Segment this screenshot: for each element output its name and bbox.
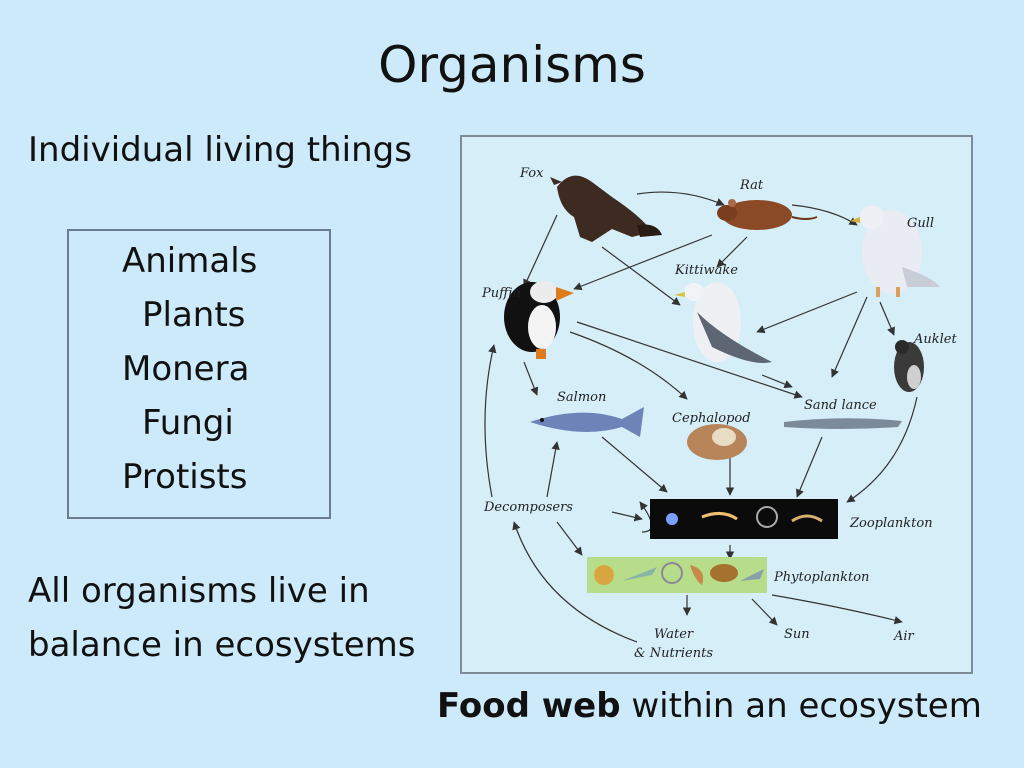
- caption-rest: within an ecosystem: [620, 686, 982, 726]
- auklet-illustration: [894, 340, 924, 392]
- arrow-gull-kittiwake: [756, 291, 858, 334]
- slide-title: Organisms: [378, 36, 646, 94]
- arrow-decomposers-zooplankton: [611, 511, 643, 522]
- food-web-labels: Fox Rat Gull Kittiwake Puffin Auklet Sal…: [481, 166, 957, 661]
- food-web-diagram: Fox Rat Gull Kittiwake Puffin Auklet Sal…: [460, 135, 973, 674]
- salmon-illustration: [530, 407, 644, 437]
- arrow-gull-sandlance: [831, 296, 868, 378]
- label-cephalopod: Cephalopod: [672, 411, 751, 426]
- label-water: Water: [654, 627, 694, 642]
- arrow-puffin-salmon: [523, 361, 539, 396]
- slide-subtitle: Individual living things: [28, 130, 412, 170]
- arrow-decomposers-puffin: [484, 344, 497, 498]
- arrow-salmon-decomposers-loop: [639, 501, 653, 533]
- arrow-fox-kittiwake: [601, 246, 681, 306]
- caption-bold: Food web: [437, 686, 621, 726]
- arrow-phytoplankton-sun: [751, 598, 778, 626]
- arrow-sandlance-zooplankton: [796, 436, 823, 498]
- arrow-kittiwake-sandlance: [761, 374, 793, 389]
- label-salmon: Salmon: [557, 390, 606, 405]
- arrow-rat-puffin: [573, 234, 713, 291]
- label-auklet: Auklet: [913, 332, 957, 347]
- arrow-decomposers-salmon: [546, 441, 560, 498]
- rat-illustration: [717, 199, 818, 230]
- label-fox: Fox: [519, 166, 544, 181]
- arrow-rat-gull: [791, 204, 858, 226]
- arrow-rat-kittiwake: [716, 236, 748, 268]
- label-sun: Sun: [784, 627, 810, 642]
- cephalopod-illustration: [687, 424, 747, 460]
- label-air: Air: [893, 629, 915, 644]
- puffin-illustration: [504, 281, 574, 359]
- arrow-decomposers-phytoplankton: [556, 521, 583, 556]
- arrow-phytoplankton-air: [771, 594, 903, 625]
- food-web-arrows: [484, 191, 918, 643]
- label-phytoplankton: Phytoplankton: [773, 570, 869, 585]
- ecosystem-note: All organisms live in balance in ecosyst…: [28, 564, 416, 672]
- kingdom-plants: Plants: [142, 295, 246, 335]
- sandlance-illustration: [784, 418, 902, 429]
- arrow-salmon-zooplankton: [601, 436, 668, 493]
- kingdom-list-box: Animals Plants Monera Fungi Protists: [67, 229, 331, 519]
- kingdom-monera: Monera: [122, 349, 250, 389]
- label-rat: Rat: [739, 178, 764, 193]
- gull-illustration: [850, 205, 940, 297]
- arrow-puffin-cephalopod: [569, 331, 688, 400]
- arrow-fox-puffin: [523, 214, 558, 288]
- kingdom-fungi: Fungi: [142, 403, 234, 443]
- label-gull: Gull: [907, 216, 934, 231]
- phytoplankton-illustration: [587, 557, 767, 593]
- arrow-gull-auklet: [879, 301, 895, 336]
- ecosystem-note-line1: All organisms live in: [28, 571, 370, 611]
- arrow-fox-rat: [636, 191, 725, 206]
- kittiwake-illustration: [674, 282, 772, 363]
- ecosystem-note-line2: balance in ecosystems: [28, 625, 416, 665]
- arrow-puffin-sandlance: [576, 321, 803, 399]
- arrow-water-decomposers: [512, 521, 638, 643]
- label-sandlance: Sand lance: [804, 398, 877, 413]
- kingdom-protists: Protists: [122, 457, 248, 497]
- fox-illustration: [550, 175, 662, 242]
- kingdom-animals: Animals: [122, 241, 258, 281]
- food-web-caption: Food web within an ecosystem: [437, 686, 982, 726]
- label-kittiwake: Kittiwake: [674, 263, 738, 278]
- label-zooplankton: Zooplankton: [849, 516, 933, 531]
- arrow-auklet-zooplankton: [846, 396, 918, 503]
- zooplankton-illustration: [650, 499, 838, 539]
- label-decomposers: Decomposers: [483, 500, 573, 515]
- food-web-svg: Fox Rat Gull Kittiwake Puffin Auklet Sal…: [481, 166, 957, 661]
- label-nutrients: & Nutrients: [634, 646, 713, 661]
- label-puffin: Puffin: [481, 286, 521, 301]
